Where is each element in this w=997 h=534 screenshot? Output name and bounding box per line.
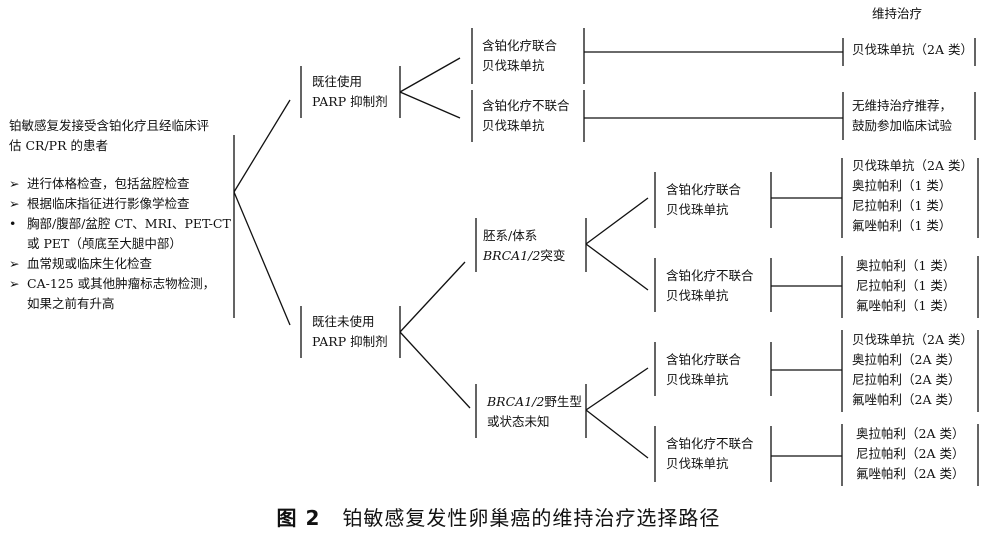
- figure-title: 铂敏感复发性卵巢癌的维持治疗选择路径: [342, 506, 721, 530]
- brca-wildtype-box: BRCA1/2野生型 或状态未知: [487, 394, 582, 429]
- edge-mut-without-bev: [585, 243, 649, 291]
- flow-connectors: [233, 28, 979, 486]
- check-item: ➢CA-125 或其他肿瘤标志物检测，: [9, 276, 216, 291]
- patient-title-line: 估 CR/PR 的患者: [9, 138, 108, 153]
- brca-mutation-box: 胚系/体系 BRCA1/2突变: [483, 228, 566, 263]
- edge-prior-yes-with-bev: [399, 57, 461, 93]
- outcome-box-4: 奥拉帕利（1 类） 尼拉帕利（1 类） 氟唑帕利（1 类）: [856, 258, 956, 313]
- outcome-box-5: 贝伐珠单抗（2A 类） 奥拉帕利（2A 类） 尼拉帕利（2A 类） 氟唑帕利（2…: [852, 332, 973, 407]
- edge-patient-prior-yes: [233, 99, 291, 193]
- maintenance-header: 维持治疗: [872, 6, 923, 21]
- chemo-with-bev-box: 含铂化疗联合 贝伐珠单抗: [666, 182, 742, 217]
- edge-mut-with-bev: [585, 197, 649, 245]
- patient-title-line: 铂敏感复发接受含铂化疗且经临床评: [9, 118, 210, 133]
- outcome-box-1: 贝伐珠单抗（2A 类）: [852, 42, 973, 57]
- prior-parp-yes-box: 既往使用 PARP 抑制剂: [312, 74, 388, 109]
- prior-parp-no-box: 既往未使用 PARP 抑制剂: [312, 314, 388, 349]
- check-item: •胸部/腹部/盆腔 CT、MRI、PET-CT: [9, 216, 231, 231]
- outcome-box-3: 贝伐珠单抗（2A 类） 奥拉帕利（1 类） 尼拉帕利（1 类） 氟唑帕利（1 类…: [852, 158, 973, 233]
- chemo-without-bev-box: 含铂化疗不联合 贝伐珠单抗: [666, 268, 754, 303]
- figure-caption: 图 2 铂敏感复发性卵巢癌的维持治疗选择路径: [0, 502, 997, 531]
- chemo-with-bev-box: 含铂化疗联合 贝伐珠单抗: [666, 352, 742, 387]
- edge-patient-prior-no: [233, 191, 291, 326]
- edge-prior-yes-without-bev: [399, 91, 461, 119]
- check-item-cont: 如果之前有升高: [27, 296, 115, 311]
- check-item: ➢根据临床指征进行影像学检查: [9, 196, 190, 211]
- outcome-box-6: 奥拉帕利（2A 类） 尼拉帕利（2A 类） 氟唑帕利（2A 类）: [856, 426, 965, 481]
- figure-label: 图 2: [276, 506, 321, 530]
- chemo-without-bev-box: 含铂化疗不联合 贝伐珠单抗: [666, 436, 754, 471]
- edge-wt-with-bev: [585, 367, 649, 411]
- patient-box: 铂敏感复发接受含铂化疗且经临床评 估 CR/PR 的患者: [9, 116, 209, 156]
- edge-prior-no-wt: [399, 331, 471, 409]
- outcome-box-2: 无维持治疗推荐， 鼓励参加临床试验: [852, 98, 953, 133]
- check-item: ➢进行体格检查，包括盆腔检查: [9, 176, 190, 191]
- edge-prior-no-mut: [399, 261, 466, 333]
- chemo-without-bev-box: 含铂化疗不联合 贝伐珠单抗: [482, 98, 570, 133]
- check-item: ➢血常规或临床生化检查: [9, 256, 153, 271]
- chemo-with-bev-box: 含铂化疗联合 贝伐珠单抗: [482, 38, 558, 73]
- patient-checklist: ➢进行体格检查，包括盆腔检查 ➢根据临床指征进行影像学检查 •胸部/腹部/盆腔 …: [9, 174, 231, 314]
- edge-wt-without-bev: [585, 409, 649, 459]
- check-item-cont: 或 PET（颅底至大腿中部）: [27, 236, 182, 251]
